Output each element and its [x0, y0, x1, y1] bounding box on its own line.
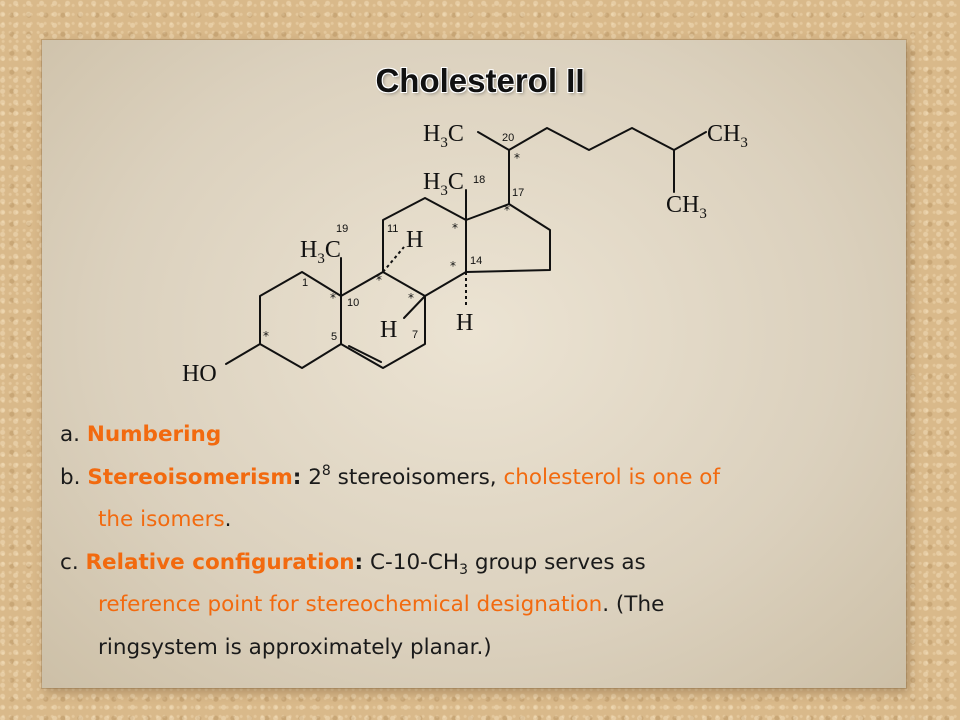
slide-paper — [42, 40, 906, 688]
carbon-number: 11 — [387, 223, 398, 235]
item-c: c. Relative configuration: C-10-CH3 grou… — [60, 549, 646, 578]
ring-c — [382, 197, 467, 297]
item-c-continued: reference point for stereochemical desig… — [98, 592, 665, 617]
ch3-down-label: CH3 — [666, 192, 707, 222]
ring-d — [465, 203, 551, 273]
stereocenter-star: * — [376, 273, 382, 287]
stereocenter-star: * — [330, 291, 336, 305]
c20-methyl-bond — [477, 131, 510, 151]
carbon-number: 18 — [473, 174, 485, 186]
h8-bond — [403, 295, 426, 319]
term-numbering: Numbering — [86, 422, 222, 447]
double-bond — [348, 345, 382, 363]
slide-body: a. Numbering b. Stereoisomerism: 28 ster… — [60, 414, 880, 669]
item-c-continued-2: ringsystem is approximately planar.) — [98, 634, 492, 660]
slide-title: Cholesterol II — [375, 62, 585, 99]
carbon-number: 17 — [512, 187, 524, 199]
carbon-number: 7 — [412, 329, 418, 341]
stereocenter-star: * — [514, 151, 520, 165]
h-14-label: H — [456, 310, 473, 336]
ring-b — [340, 271, 426, 369]
ho-bond — [225, 343, 261, 365]
h3c-18-label: H3C — [423, 169, 464, 199]
h-8-label: H — [380, 317, 397, 343]
carbon-number: 10 — [347, 297, 359, 309]
term-stereoisomerism: Stereoisomerism — [87, 464, 293, 490]
carbon-number: 19 — [336, 223, 348, 235]
stereocenter-star: * — [450, 259, 456, 273]
carbon-number: 1 — [302, 277, 308, 289]
h3c-20-label: H3C — [423, 121, 464, 151]
ho-label: HO — [182, 361, 217, 387]
item-b: b. Stereoisomerism: 28 stereoisomers, ch… — [60, 462, 721, 490]
stereocenter-star: * — [504, 203, 510, 217]
h3c-19-label: H3C — [300, 237, 341, 267]
carbon-number: 5 — [331, 331, 337, 343]
item-a: a. Numbering — [60, 422, 222, 447]
ch3-right-label: CH3 — [707, 121, 748, 151]
carbon-number: 14 — [470, 255, 482, 267]
ring-a — [259, 271, 342, 369]
stereocenter-star: * — [408, 291, 414, 305]
item-b-continued: the isomers. — [98, 507, 232, 532]
term-relative-configuration: Relative configuration — [85, 549, 355, 575]
stereocenter-star: * — [452, 221, 458, 235]
h-11-label: H — [406, 227, 423, 253]
stereocenter-star: * — [263, 329, 269, 343]
carbon-number: 20 — [502, 132, 514, 144]
h9-dashed-bond — [382, 246, 405, 273]
